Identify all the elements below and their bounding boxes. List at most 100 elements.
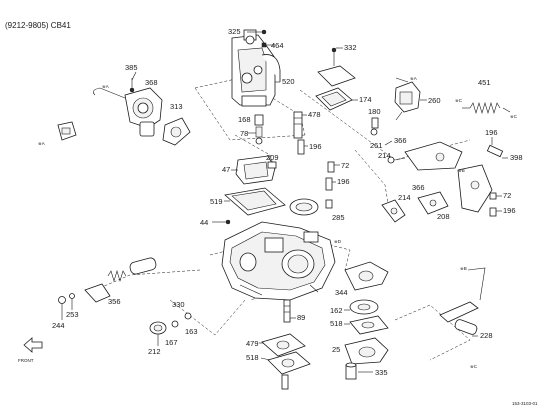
label-180: 180 — [368, 107, 381, 116]
label-212: 212 — [148, 347, 161, 356]
valve-335 — [345, 362, 357, 380]
label-519: 519 — [210, 197, 223, 206]
label-253: 253 — [66, 310, 79, 319]
label-325: 325 — [228, 27, 241, 36]
float-47 — [235, 155, 277, 185]
label-260: 260 — [428, 96, 441, 105]
spring-451 — [462, 101, 511, 115]
model-code: (9212-9805) CB41 — [5, 21, 71, 30]
label-196-center-lower: 196 — [337, 177, 350, 186]
screw-398 — [486, 144, 504, 158]
spacer-518-lower — [267, 351, 311, 390]
label-196-center: 196 — [309, 142, 322, 151]
label-196-right-lower: 196 — [503, 206, 516, 215]
label-78: 78 — [240, 129, 248, 138]
screws-72-196-center — [325, 161, 335, 191]
label-335: 335 — [375, 368, 388, 377]
jet-180 — [370, 117, 379, 136]
bracket-208 — [417, 191, 449, 215]
choke-assembly-368 — [93, 78, 163, 137]
label-72-right: 72 — [503, 191, 511, 200]
gasket-519 — [224, 187, 286, 216]
washer-167 — [171, 320, 179, 328]
screw-464 — [261, 42, 275, 48]
label-478: 478 — [308, 110, 321, 119]
label-344: 344 — [335, 288, 348, 297]
label-162: 162 — [330, 306, 343, 315]
label-208: 208 — [437, 212, 450, 221]
label-330: 330 — [172, 300, 185, 309]
gasket-479 — [261, 333, 306, 357]
label-25: 25 — [332, 345, 340, 354]
label-261: 261 — [370, 141, 383, 150]
throttle-linkage-366 — [387, 141, 463, 171]
lever-214 — [381, 199, 406, 223]
ref-mark-a-top: ※A — [102, 84, 109, 89]
label-479: 479 — [246, 339, 259, 348]
figure-code: 153-3103-01 — [512, 401, 538, 406]
connector-left — [57, 121, 77, 141]
label-214-top: 214 — [378, 151, 391, 160]
washer-244-253 — [58, 293, 75, 304]
jet-196-center — [297, 139, 305, 155]
label-368: 368 — [145, 78, 158, 87]
ref-mark-a-left: ※A — [38, 141, 45, 146]
label-366-lower: 366 — [412, 183, 425, 192]
front-arrow-icon — [23, 337, 43, 353]
cover-plate-174 — [315, 47, 356, 111]
ref-mark-c-lower: ※C — [470, 364, 478, 369]
label-451: 451 — [478, 78, 491, 87]
label-313: 313 — [170, 102, 183, 111]
gasket-162 — [349, 299, 379, 315]
label-196-right-top: 196 — [485, 128, 498, 137]
accelerator-pump-356 — [84, 257, 157, 303]
label-518-right: 518 — [330, 319, 343, 328]
label-228: 228 — [480, 331, 493, 340]
label-366-top: 366 — [394, 136, 407, 145]
flange-25 — [344, 337, 389, 365]
float-chamber-cover — [231, 29, 281, 107]
jet-478 — [293, 111, 303, 139]
screw-325 — [247, 29, 267, 35]
label-168: 168 — [238, 115, 251, 124]
screw-44 — [212, 219, 231, 225]
label-385: 385 — [125, 63, 138, 72]
lever-228 — [439, 267, 486, 335]
label-398: 398 — [510, 153, 523, 162]
insulator-344 — [344, 261, 389, 291]
carburetor-main-body — [221, 221, 336, 301]
spacer-518-right — [349, 315, 389, 335]
ref-mark-c-right: ※C — [510, 114, 518, 119]
ref-mark-b: ※B — [458, 168, 465, 173]
label-47: 47 — [222, 165, 230, 174]
ref-mark-a-260: ※A — [410, 76, 417, 81]
label-89: 89 — [297, 313, 305, 322]
label-163: 163 — [185, 327, 198, 336]
ref-mark-d: ※D — [334, 239, 342, 244]
diaphragm-cover — [289, 198, 333, 216]
plug-212 — [149, 321, 167, 335]
ref-mark-b-lower: ※B — [460, 266, 467, 271]
label-464: 464 — [271, 41, 284, 50]
needle-valve-168 — [254, 114, 264, 145]
label-44: 44 — [200, 218, 208, 227]
label-332: 332 — [344, 43, 357, 52]
label-520: 520 — [282, 77, 295, 86]
screw-330 — [184, 312, 192, 320]
bracket-313 — [162, 117, 191, 146]
ref-mark-c-top: ※C — [455, 98, 463, 103]
label-356: 356 — [108, 297, 121, 306]
label-209: 209 — [266, 153, 279, 162]
label-244: 244 — [52, 321, 65, 330]
label-214-lower: 214 — [398, 193, 411, 202]
label-518-lower: 518 — [246, 353, 259, 362]
label-167: 167 — [165, 338, 178, 347]
label-174: 174 — [359, 95, 372, 104]
throttle-lever-right — [457, 164, 497, 217]
screw-89 — [283, 299, 291, 323]
front-label: FRONT — [18, 358, 34, 363]
label-72-center: 72 — [341, 161, 349, 170]
solenoid-260 — [394, 77, 421, 121]
